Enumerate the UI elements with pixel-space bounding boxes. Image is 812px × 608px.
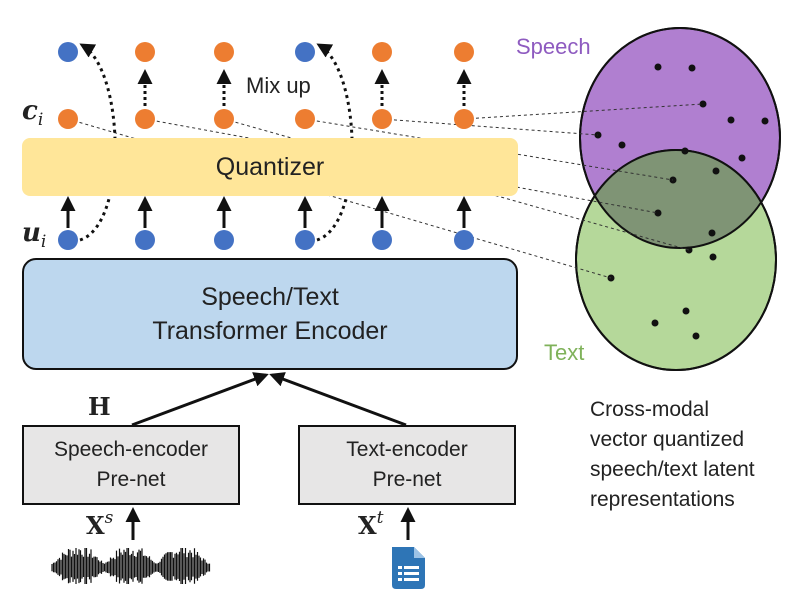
quantized-nodes [58, 109, 474, 129]
u-i-symbol: ui [22, 218, 47, 252]
caption-line-4: representations [590, 488, 735, 511]
xt-symbol: Xt [358, 508, 384, 540]
caption: Cross-modal vector quantized speech/text… [590, 395, 800, 515]
xs-symbol: Xs [86, 508, 114, 540]
c-i-symbol: ci [22, 96, 44, 130]
text-prenet-line-2: Pre-net [372, 468, 442, 491]
speech-prenet-line-2: Pre-net [96, 468, 166, 491]
speech-set-label: Speech [516, 34, 591, 59]
latent-points [594, 63, 769, 340]
overlap-region [580, 150, 776, 248]
text-prenet-block: Text-encoder Pre-net [298, 425, 516, 505]
speech-prenet-block: Speech-encoder Pre-net [22, 425, 240, 505]
speech-prenet-line-1: Speech-encoder [53, 438, 209, 461]
text-prenet-line-1: Text-encoder [346, 438, 468, 461]
text-set-label: Text [544, 340, 585, 365]
quantizer-block: Quantizer [22, 138, 518, 196]
input-arrows [125, 507, 416, 540]
transformer-encoder-block: Speech/Text Transformer Encoder [22, 258, 518, 370]
quantizer-label: Quantizer [215, 152, 325, 181]
h-symbol: H [88, 392, 111, 421]
caption-line-1: Cross-modal [590, 398, 710, 421]
encoder-output-nodes [58, 230, 474, 250]
waveform-icon [51, 548, 211, 584]
quantize-arrows [60, 196, 472, 228]
mixup-label: Mix up [243, 73, 314, 99]
encoder-label-line-2: Transformer Encoder [152, 317, 388, 345]
top-row-nodes [58, 42, 474, 62]
caption-line-3: speech/text latent [590, 458, 755, 481]
prenet-arrows [131, 372, 407, 427]
document-icon [392, 547, 425, 589]
caption-line-2: vector quantized [590, 428, 745, 451]
encoder-label-line-1: Speech/Text [201, 283, 339, 311]
